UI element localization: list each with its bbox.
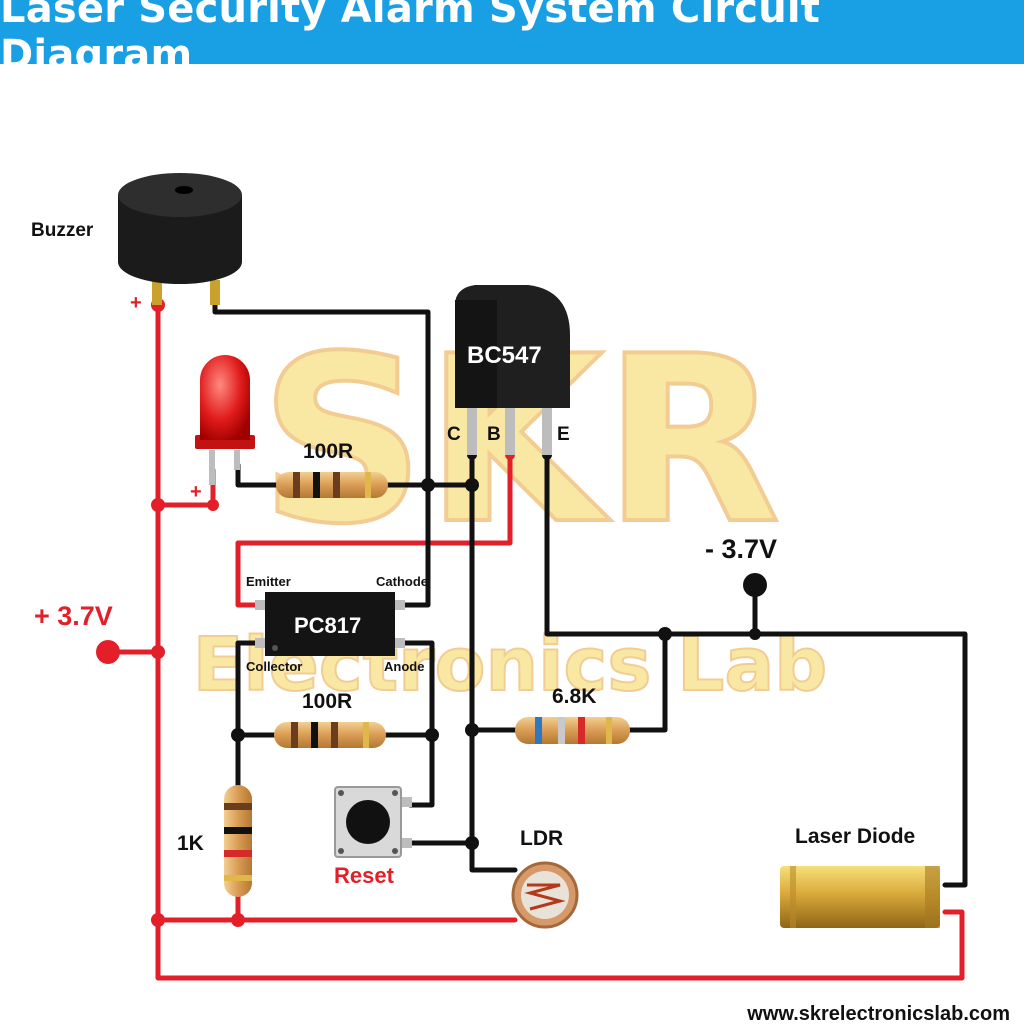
emitter-label: Emitter — [246, 574, 291, 589]
website-url: www.skrelectronicslab.com — [746, 1003, 1010, 1024]
anode-label: Anode — [384, 659, 424, 674]
page-title: Laser Security Alarm System Circuit Diag… — [0, 0, 821, 78]
reset-label: Reset — [334, 863, 395, 888]
junction-dot — [425, 728, 439, 742]
ldr-label: LDR — [520, 827, 563, 850]
junction-dots — [151, 298, 761, 927]
junction-dot — [465, 723, 479, 737]
resistor-1k — [224, 785, 252, 897]
transistor-label: BC547 — [467, 342, 542, 369]
resistor-100r-led — [276, 472, 388, 498]
junction-dot — [465, 836, 479, 850]
resistor-100r-opto — [274, 722, 386, 748]
laser-diode — [780, 866, 940, 928]
base-resistor-label: 6.8K — [552, 685, 596, 708]
opto-resistor-label: 100R — [302, 690, 352, 713]
junction-dot — [465, 478, 479, 492]
buzzer — [118, 173, 242, 305]
red-led — [195, 355, 255, 485]
junction-dot — [421, 478, 435, 492]
collector-label: Collector — [246, 659, 302, 674]
reset-button — [334, 786, 412, 858]
optocoupler-label: PC817 — [294, 613, 361, 638]
pin-b-label: B — [487, 424, 501, 445]
pin-c-label: C — [447, 424, 461, 445]
junction-dot — [231, 728, 245, 742]
buzzer-label: Buzzer — [31, 220, 94, 241]
negative-supply-label: - 3.7V — [705, 534, 777, 564]
negative-terminal — [743, 573, 767, 597]
junction-dot — [151, 645, 165, 659]
led-resistor-label: 100R — [303, 440, 353, 463]
cathode-label: Cathode — [376, 574, 428, 589]
positive-terminal — [96, 640, 120, 664]
resistor-1k-label: 1K — [177, 832, 204, 855]
junction-dot — [151, 913, 165, 927]
optocoupler-pc817 — [255, 592, 405, 656]
ldr — [511, 861, 579, 929]
positive-supply-label: + 3.7V — [34, 601, 113, 631]
junction-dot — [231, 913, 245, 927]
junction-dot — [658, 627, 672, 641]
transistor-bc547 — [455, 285, 570, 455]
negative-wiring — [212, 297, 968, 888]
pin-e-label: E — [557, 424, 570, 445]
junction-dot — [749, 628, 761, 640]
junction-dot — [207, 499, 219, 511]
buzzer-plus-sign: + — [130, 292, 142, 314]
junction-dot — [151, 498, 165, 512]
laser-label: Laser Diode — [795, 825, 915, 848]
resistor-6-8k — [515, 717, 630, 744]
title-bar: Laser Security Alarm System Circuit Diag… — [0, 0, 1024, 78]
led-plus-sign: + — [190, 481, 202, 503]
